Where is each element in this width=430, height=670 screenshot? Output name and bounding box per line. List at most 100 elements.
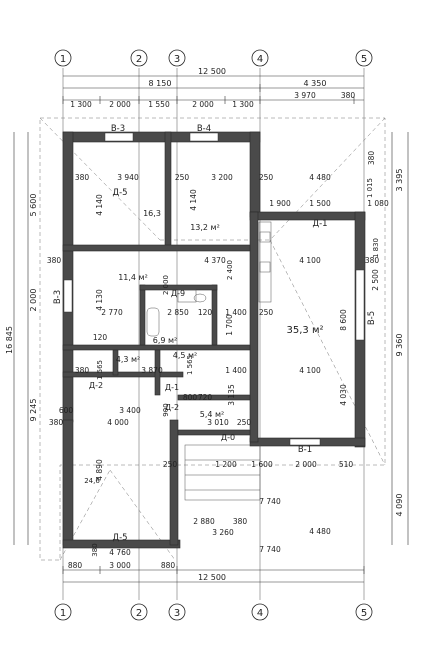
door-labels: Д-5 Д-1 Д-9 Д-2 Д-1 Д-2 Д-0 Д-5: [89, 188, 328, 543]
top-dimensions: 12 500 8 150 4 350 1 300 2 000 1 550 2 0…: [62, 67, 364, 109]
axis-label: 5: [361, 54, 367, 65]
room-dim: 250: [163, 460, 178, 469]
dim-top-row3: 380: [341, 91, 356, 100]
dim-right: 3 395: [395, 169, 404, 192]
door-label: Д-2: [89, 381, 103, 390]
room-dim: 1 565: [96, 360, 104, 380]
room-dim: 4 370: [204, 256, 226, 265]
room-area: 4,3 м²: [116, 355, 141, 364]
room-dim: 3 400: [119, 406, 141, 415]
room-dim: 4 140: [189, 189, 198, 211]
room-area: 6,9 м²: [153, 336, 178, 345]
room-dim: 1 400: [225, 308, 247, 317]
room-area: 4,5 м²: [173, 351, 198, 360]
room-dim: 2 850: [167, 308, 189, 317]
axis-label: 3: [174, 54, 180, 65]
room-dim: 380: [49, 418, 64, 427]
room-area: 35,3 м²: [287, 325, 324, 336]
room-area: 5,4 м²: [200, 410, 225, 419]
room-dim: 4 100: [299, 366, 321, 375]
dim-bottom: 880: [161, 561, 176, 570]
door-label: Д-9: [171, 289, 185, 298]
room-dim: 1 015: [366, 178, 374, 198]
room-dim: 250: [175, 173, 190, 182]
door-label: Д-0: [221, 433, 235, 442]
room-area: 16,3: [143, 209, 161, 218]
room-area: 11,4 м²: [118, 273, 148, 282]
room-dim: 3 940: [117, 173, 139, 182]
room-dim: 1 600: [251, 460, 273, 469]
axis-label: 2: [136, 54, 142, 65]
room-dim: 250: [259, 173, 274, 182]
room-dim: 1 200: [215, 460, 237, 469]
room-dim: 380: [365, 256, 380, 265]
dim-left: 5 600: [29, 194, 38, 217]
entrance-steps: [184, 444, 261, 501]
right-dimensions: 3 395 9 360 4 090: [391, 132, 409, 545]
room-dim: 800: [183, 393, 198, 402]
room-area: 13,2 м²: [190, 223, 220, 232]
room-dim: 2 500: [371, 269, 380, 291]
axis-markers-bottom: 1 2 3 4 5: [54, 603, 373, 621]
room-dim: 900: [162, 403, 170, 416]
room-dim: 4 100: [299, 256, 321, 265]
room-dim: 4 000: [107, 418, 129, 427]
room-dim: 1 565: [186, 355, 194, 375]
room-dim: 4 890: [95, 459, 104, 481]
room-dim: 4 480: [309, 173, 331, 182]
room-dim: 7 740: [259, 497, 281, 506]
room-dim: 1 900: [269, 199, 291, 208]
room-dim: 3 870: [141, 366, 163, 375]
axis-label: 2: [136, 608, 142, 619]
room-dim: 380: [75, 173, 90, 182]
room-dim: 2 770: [101, 308, 123, 317]
window-label: В-5: [367, 311, 377, 325]
room-dim: 1 700: [225, 314, 234, 336]
dim-top-row3: 2 000: [109, 100, 131, 109]
axis-label: 1: [60, 54, 66, 65]
walls: [62, 131, 366, 549]
room-dim: 3 200: [211, 173, 233, 182]
dim-top-row3: 1 300: [232, 100, 254, 109]
room-dim: 120: [198, 308, 213, 317]
room-dim: 2 000: [295, 460, 317, 469]
axis-label: 4: [257, 608, 263, 619]
left-dimensions: 5 600 2 000 16 845 9 245: [5, 132, 38, 545]
door-label: Д-5: [112, 188, 127, 198]
dim-bottom: 7 740: [259, 545, 281, 554]
room-dim: 8 600: [339, 309, 348, 331]
room-dim: 2 400: [226, 260, 234, 280]
room-dim: 600: [59, 406, 74, 415]
room-dim: 1 830: [372, 238, 380, 258]
room-dim: 3 135: [227, 384, 236, 406]
dim-right: 9 360: [395, 334, 404, 357]
dim-top-row3: 1 300: [70, 100, 92, 109]
room-dim: 1 080: [367, 199, 389, 208]
dim-top-row3: 3 970: [294, 91, 316, 100]
window-labels: В-3 В-4 В-3 В-5 В-1: [53, 124, 377, 455]
dim-right: 4 090: [395, 494, 404, 517]
dim-left: 16 845: [5, 326, 14, 354]
room-dim: 720: [198, 393, 213, 402]
room-dim: 1 500: [309, 199, 331, 208]
room-dim: 380: [367, 151, 376, 166]
dim-top-row2: 4 350: [304, 79, 327, 88]
room-dim: 2 000: [162, 275, 170, 295]
room-dim: 120: [93, 333, 108, 342]
room-dim: 24,6: [84, 477, 100, 485]
bathroom-fixtures: [146, 289, 207, 337]
dim-left: 2 000: [29, 289, 38, 312]
room-dim: 4 480: [309, 527, 331, 536]
room-dim: 4 760: [109, 548, 131, 557]
room-dim: 2 880: [193, 517, 215, 526]
room-areas: 13,2 м² 11,4 м² 35,3 м² 6,9 м² 4,3 м² 4,…: [116, 209, 324, 419]
axis-label: 1: [60, 608, 66, 619]
axis-label: 4: [257, 54, 263, 65]
window-label: В-1: [298, 445, 312, 455]
dim-bottom: 880: [68, 561, 83, 570]
room-dim: 380: [91, 543, 99, 556]
axis-label: 5: [361, 608, 367, 619]
bottom-dimensions: 880 3 000 880 7 740 12 500: [62, 545, 365, 583]
room-dim: 380: [233, 517, 248, 526]
